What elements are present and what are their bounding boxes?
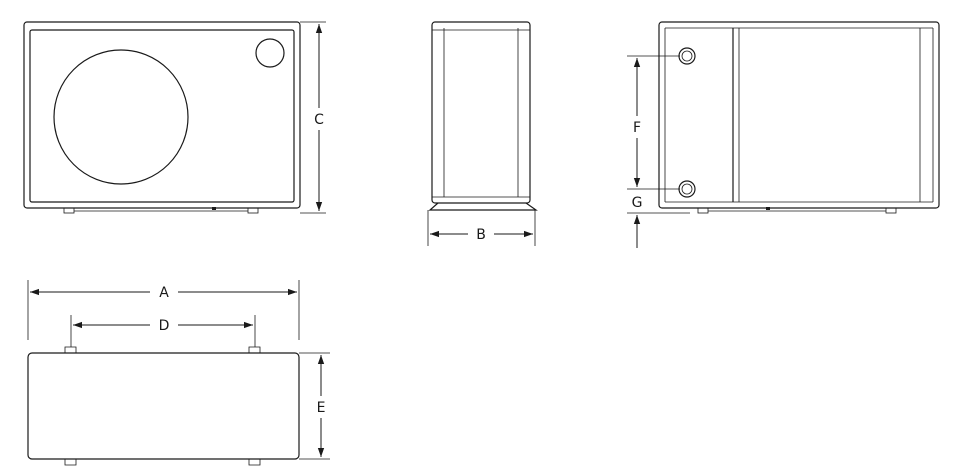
dimension-g-label: G (632, 195, 643, 211)
side-casing (431, 21, 531, 204)
control-display (255, 38, 285, 68)
front-foot-right (247, 207, 259, 214)
back-foot-right (885, 207, 897, 214)
dimension-g: G (627, 195, 690, 248)
top-foot-rear-left (64, 346, 77, 353)
dimension-d-label: D (159, 318, 170, 334)
front-foot-left (63, 207, 75, 214)
dimension-b: B (427, 210, 536, 246)
top-casing (27, 352, 300, 460)
top-foot-front-left (64, 459, 77, 466)
water-outlet-connector (678, 47, 696, 65)
dimension-e-label: E (317, 400, 326, 416)
dimension-a-label: A (159, 285, 169, 301)
top-foot-rear-right (248, 346, 261, 353)
back-casing (658, 21, 940, 209)
water-inlet-connector (678, 180, 696, 198)
dimension-c: C (300, 21, 326, 214)
side-view (428, 21, 538, 211)
dimension-a: A (27, 280, 300, 340)
side-base (428, 202, 538, 211)
dimension-e: E (299, 352, 330, 460)
front-inner-panel (29, 29, 295, 203)
back-foot-left (697, 207, 709, 214)
front-drain (212, 207, 216, 210)
dimension-c-label: C (314, 112, 324, 128)
back-view (658, 21, 940, 214)
dimension-d: D (70, 315, 256, 347)
dimension-f: F (627, 55, 680, 190)
dimension-f-label: F (633, 120, 641, 136)
dimension-b-label: B (476, 227, 486, 243)
top-foot-front-right (248, 459, 261, 466)
front-outer-casing (23, 21, 301, 209)
top-view (27, 346, 300, 466)
fan-grille (53, 49, 189, 185)
front-view (23, 21, 301, 214)
